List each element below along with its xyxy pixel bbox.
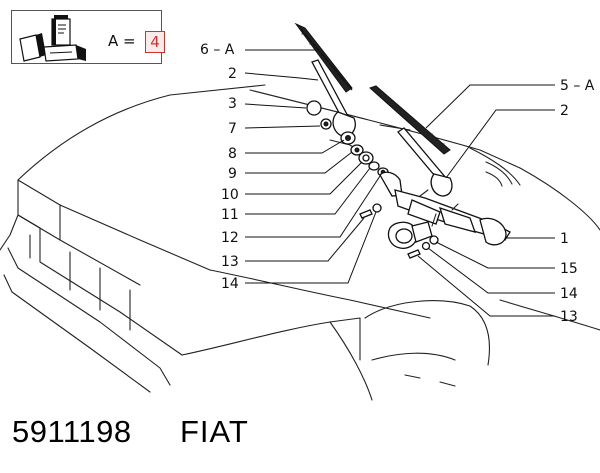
wiper-motor-linkage bbox=[379, 171, 511, 249]
washer-14-right bbox=[421, 241, 431, 251]
nut-cap-3 bbox=[306, 100, 322, 116]
callout-12: 12 bbox=[221, 230, 239, 246]
callout-2-left: 2 bbox=[228, 66, 237, 82]
nut-7 bbox=[320, 118, 332, 130]
callout-8: 8 bbox=[228, 146, 237, 162]
callout-2-right: 2 bbox=[560, 103, 569, 119]
leader-lines-left bbox=[244, 49, 381, 284]
grease-tube-box-icon bbox=[19, 15, 86, 62]
legend-quantity-label: A = bbox=[108, 32, 136, 50]
callout-14-left: 14 bbox=[221, 276, 239, 292]
washer-11 bbox=[368, 161, 380, 171]
wiper-blade-left bbox=[294, 22, 353, 93]
wiper-arm-left bbox=[311, 59, 356, 137]
screw-13-right bbox=[407, 249, 421, 259]
callout-1: 1 bbox=[560, 231, 569, 247]
wiper-arm-right bbox=[397, 127, 453, 197]
callout-6-a: 6 – A bbox=[200, 42, 235, 58]
spindle-8 bbox=[340, 131, 356, 145]
callout-7: 7 bbox=[228, 121, 237, 137]
callout-13-right: 13 bbox=[560, 309, 578, 325]
callout-5-a: 5 – A bbox=[560, 78, 595, 94]
callout-14-right: 14 bbox=[560, 286, 578, 302]
callouts-right: 5 – A 2 1 15 14 13 bbox=[560, 78, 595, 325]
brand-name: FIAT bbox=[180, 414, 249, 449]
callout-15: 15 bbox=[560, 261, 578, 277]
part-number: 5911198 bbox=[12, 414, 132, 449]
washer-9 bbox=[350, 144, 364, 156]
callout-13-left: 13 bbox=[221, 254, 239, 270]
screw-13-left bbox=[359, 209, 373, 219]
callout-3: 3 bbox=[228, 96, 237, 112]
legend-box: A = 4 bbox=[11, 10, 165, 64]
callout-9: 9 bbox=[228, 166, 237, 182]
bushing-10 bbox=[358, 151, 374, 165]
callout-11: 11 bbox=[221, 207, 239, 223]
callout-10: 10 bbox=[221, 187, 239, 203]
wiper-blade-right bbox=[369, 85, 451, 155]
legend-quantity-value: 4 bbox=[145, 31, 165, 53]
callouts-left: 6 – A 2 3 7 8 9 10 11 12 13 14 bbox=[200, 42, 239, 292]
car-body-outline bbox=[0, 84, 600, 401]
leader-lines-right bbox=[417, 84, 555, 317]
washer-14-left bbox=[372, 203, 382, 213]
